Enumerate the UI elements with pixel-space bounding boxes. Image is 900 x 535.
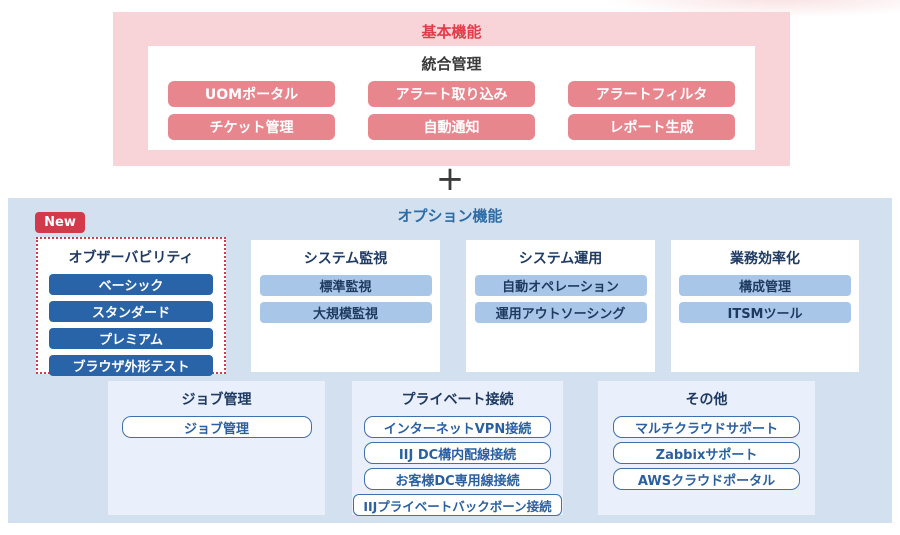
feature-chip-standard-monitoring: 標準監視 bbox=[259, 275, 432, 296]
new-badge: New bbox=[35, 212, 85, 233]
basic-functions-panel: 基本機能 統合管理 UOMポータル アラート取り込み アラートフィルタ チケット… bbox=[113, 12, 790, 166]
feature-chip-iij-private-backbone: IIJプライベートバックボーン接続 bbox=[353, 494, 562, 516]
business-efficiency-chips: 構成管理 ITSMツール bbox=[679, 275, 851, 323]
business-efficiency-box: 業務効率化 構成管理 ITSMツール bbox=[671, 240, 859, 372]
feature-chip-alert-filter: アラートフィルタ bbox=[568, 81, 735, 107]
job-management-chips: ジョブ管理 bbox=[121, 416, 312, 438]
basic-feature-grid: UOMポータル アラート取り込み アラートフィルタ チケット管理 自動通知 レポ… bbox=[168, 81, 735, 140]
feature-chip-alert-intake: アラート取り込み bbox=[368, 81, 535, 107]
integrated-management-title: 統合管理 bbox=[421, 55, 482, 73]
feature-chip-auto-notification: 自動通知 bbox=[368, 114, 535, 140]
feature-chip-itsm-tool: ITSMツール bbox=[679, 302, 851, 323]
private-connection-title: プライベート接続 bbox=[401, 392, 514, 408]
option-functions-title: オプション機能 bbox=[397, 207, 503, 225]
system-monitoring-title: システム監視 bbox=[303, 251, 388, 267]
feature-chip-iij-dc-wiring: IIJ DC構内配線接続 bbox=[364, 442, 551, 464]
business-efficiency-title: 業務効率化 bbox=[730, 251, 800, 267]
system-operation-chips: 自動オペレーション 運用アウトソーシング bbox=[474, 275, 647, 323]
feature-chip-basic-plan: ベーシック bbox=[49, 274, 213, 295]
feature-chip-internet-vpn: インターネットVPN接続 bbox=[364, 416, 551, 438]
system-operation-box: システム運用 自動オペレーション 運用アウトソーシング bbox=[466, 240, 655, 372]
private-connection-box: プライベート接続 インターネットVPN接続 IIJ DC構内配線接続 お客様DC… bbox=[352, 381, 563, 516]
observability-title: オブザーバビリティ bbox=[68, 250, 194, 266]
job-management-box: ジョブ管理 ジョブ管理 bbox=[108, 381, 325, 515]
others-chips: マルチクラウドサポート Zabbixサポート AWSクラウドポータル bbox=[613, 416, 800, 490]
observability-box: オブザーバビリティ ベーシック スタンダード プレミアム ブラウザ外形テスト bbox=[36, 237, 226, 376]
feature-chip-configuration-management: 構成管理 bbox=[679, 275, 851, 296]
feature-chip-auto-operation: 自動オペレーション bbox=[474, 275, 647, 296]
plus-sign: + bbox=[435, 159, 465, 199]
feature-chip-ticket-management: チケット管理 bbox=[168, 114, 335, 140]
private-connection-chips: インターネットVPN接続 IIJ DC構内配線接続 お客様DC専用線接続 IIJ… bbox=[353, 416, 562, 516]
integrated-management-box: 統合管理 UOMポータル アラート取り込み アラートフィルタ チケット管理 自動… bbox=[148, 46, 755, 150]
feature-chip-customer-dc-leased-line: お客様DC専用線接続 bbox=[364, 468, 551, 490]
feature-chip-multicloud-support: マルチクラウドサポート bbox=[613, 416, 800, 438]
system-monitoring-chips: 標準監視 大規模監視 bbox=[259, 275, 432, 323]
feature-chip-zabbix-support: Zabbixサポート bbox=[613, 442, 800, 464]
feature-chip-browser-synthetic-test: ブラウザ外形テスト bbox=[49, 355, 213, 376]
others-box: その他 マルチクラウドサポート Zabbixサポート AWSクラウドポータル bbox=[598, 381, 815, 515]
others-title: その他 bbox=[685, 392, 728, 408]
feature-chip-large-scale-monitoring: 大規模監視 bbox=[259, 302, 432, 323]
feature-chip-aws-cloud-portal: AWSクラウドポータル bbox=[613, 468, 800, 490]
option-functions-panel: オプション機能 New オブザーバビリティ ベーシック スタンダード プレミアム… bbox=[8, 198, 892, 523]
feature-chip-uom-portal: UOMポータル bbox=[168, 81, 335, 107]
feature-chip-premium-plan: プレミアム bbox=[49, 328, 213, 349]
job-management-title: ジョブ管理 bbox=[181, 392, 252, 408]
observability-chips: ベーシック スタンダード プレミアム ブラウザ外形テスト bbox=[49, 274, 213, 376]
system-monitoring-box: システム監視 標準監視 大規模監視 bbox=[251, 240, 440, 372]
system-operation-title: システム運用 bbox=[518, 251, 603, 267]
feature-chip-job-management: ジョブ管理 bbox=[121, 416, 312, 438]
feature-chip-operation-outsourcing: 運用アウトソーシング bbox=[474, 302, 647, 323]
feature-chip-standard-plan: スタンダード bbox=[49, 301, 213, 322]
feature-chip-report-generation: レポート生成 bbox=[568, 114, 735, 140]
basic-functions-title: 基本機能 bbox=[421, 23, 482, 41]
